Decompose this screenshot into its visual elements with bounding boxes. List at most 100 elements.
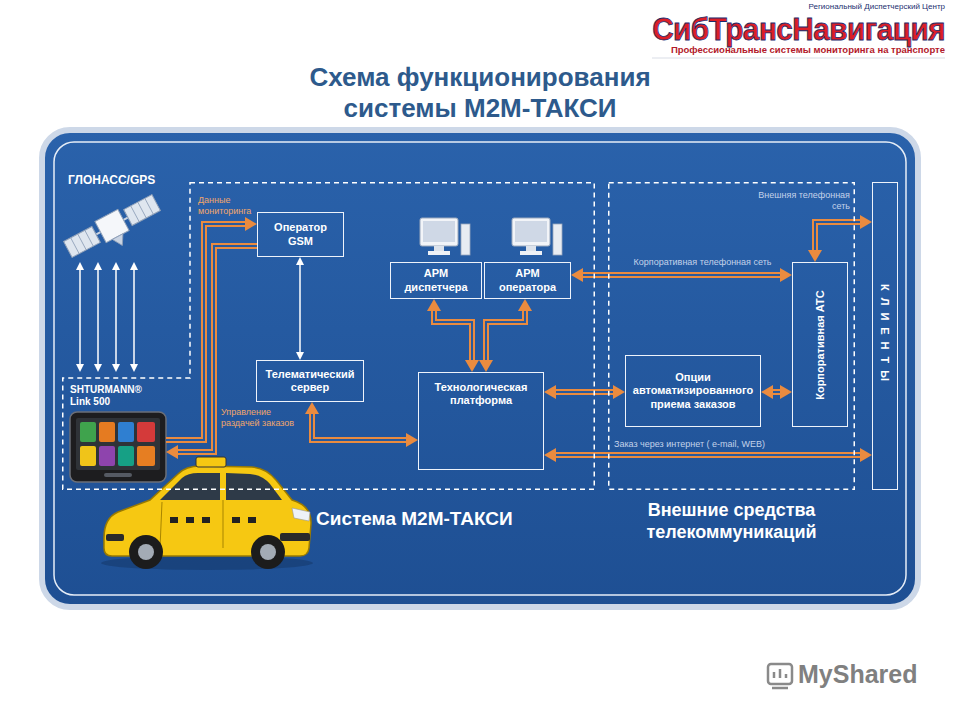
- navigator-device-part: [104, 473, 132, 477]
- watermark-icon-part: [772, 687, 788, 690]
- arrowhead: [305, 402, 319, 414]
- computer-icon-part: [520, 251, 542, 255]
- arrowhead: [427, 299, 441, 311]
- blue-panel: [42, 130, 918, 607]
- satellite-icon-part: [131, 206, 139, 222]
- taxi-car-part: [223, 500, 224, 548]
- watermark: MyShared: [798, 660, 917, 689]
- satellite-label: ГЛОНАСС/GPS: [68, 174, 155, 188]
- computer-icon-part: [420, 218, 458, 246]
- taxi-car-part: [248, 517, 256, 523]
- navigator-device: [70, 412, 166, 482]
- taxi-car-part: [170, 517, 178, 523]
- connector-line: [299, 263, 301, 354]
- watermark-icon-part: [773, 672, 776, 678]
- computer-icon-part: [423, 221, 455, 242]
- taxi-car-part: [138, 544, 154, 560]
- gps-signal-arrows-part: [79, 268, 81, 366]
- node-text: Корпоративная АТС: [814, 290, 826, 400]
- node-text: Телематический сервер: [261, 368, 359, 394]
- connector: [761, 385, 792, 399]
- connector-label: Внешняя телефонная сеть: [752, 190, 850, 212]
- arrowhead: [518, 299, 532, 311]
- taxi-car: [101, 457, 313, 570]
- connector-label: Заказ через интернет ( e-mail, WEB): [614, 439, 814, 450]
- navigator-device-part: [99, 446, 115, 466]
- arrowhead: [465, 360, 479, 372]
- taxi-car-part: [106, 534, 124, 541]
- logo-underline: [652, 58, 945, 59]
- arrowhead: [406, 433, 418, 447]
- navigator-device-part: [118, 446, 134, 466]
- arrowhead: [613, 385, 625, 399]
- arrowhead: [479, 360, 493, 372]
- connector-line: [580, 272, 783, 278]
- watermark-icon-part: [779, 669, 782, 678]
- arrowhead: [808, 250, 822, 262]
- node-text: АРМ оператора: [489, 267, 566, 293]
- node-text: Технологическая платформа: [423, 381, 539, 407]
- node-text: Опции автоматизированного приема заказов: [630, 371, 756, 411]
- watermark-icon-part: [785, 674, 788, 678]
- satellite-icon-part: [95, 209, 129, 242]
- blue-panel-part: [42, 130, 918, 607]
- arrowhead: [780, 385, 792, 399]
- process-box: Опции автоматизированного приема заказов: [625, 355, 761, 427]
- connector-line: [553, 452, 863, 458]
- connector: [427, 299, 479, 372]
- computer-icon: [420, 218, 470, 255]
- connector-line: [434, 308, 472, 363]
- gps-signal-arrows: [76, 262, 138, 372]
- watermark-icon: [768, 664, 792, 688]
- computer-icon-part: [461, 224, 470, 255]
- connector-label: Данные мониторинга: [198, 195, 260, 217]
- gps-signal-arrows-part: [115, 268, 117, 366]
- computer-icon-part: [434, 246, 444, 251]
- taxi-car-part: [202, 517, 210, 523]
- taxi-car-part: [129, 535, 163, 569]
- arrowhead: [296, 257, 304, 265]
- navigator-device-part: [80, 422, 96, 442]
- arrowhead: [761, 385, 773, 399]
- arrowhead: [296, 352, 304, 360]
- region-title: Внешние средства телекоммуникаций: [608, 500, 855, 543]
- diagram-title: Схема функционирования системы М2М-ТАКСИ: [290, 62, 670, 124]
- satellite-icon-part: [64, 227, 101, 258]
- navigator-device-part: [137, 446, 155, 466]
- taxi-car-part: [196, 457, 226, 467]
- watermark-icon-part: [768, 664, 792, 684]
- satellite-icon-part: [71, 238, 79, 254]
- region-title: Система М2М-ТАКСИ: [316, 508, 513, 531]
- connector-line: [486, 308, 525, 363]
- taxi-car-part: [280, 533, 310, 541]
- computer-icon-part: [553, 224, 562, 255]
- taxi-car-part: [251, 535, 285, 569]
- arrowhead: [544, 385, 556, 399]
- connector-label: Управление раздачей заказов: [221, 407, 301, 429]
- blue-panel-part: [54, 142, 906, 595]
- arrowhead: [860, 215, 872, 229]
- workstation-box: АРМ диспетчера: [390, 262, 482, 299]
- connector-line-core: [555, 391, 614, 393]
- logo-slogan: Профессиональные системы мониторинга на …: [671, 45, 945, 56]
- device-node: SHTURMANN® Link 500: [66, 382, 166, 486]
- logo-text: СибТрансНавигация: [652, 12, 945, 48]
- node-text: КЛИЕНТЫ: [879, 284, 891, 388]
- satellite-icon-part: [124, 195, 161, 226]
- gps-signal-arrows-part: [133, 268, 135, 366]
- gps-signal-arrows-part: [76, 364, 138, 372]
- node-text: АРМ диспетчера: [395, 267, 477, 293]
- navigator-device-part: [137, 422, 155, 442]
- computer-icon-part: [512, 218, 550, 246]
- arrowhead: [860, 448, 872, 462]
- taxi-car-part: [160, 502, 162, 548]
- taxi-car-part: [186, 517, 194, 523]
- taxi-car-part: [232, 517, 240, 523]
- connector-line-core: [772, 391, 781, 393]
- taxi-car-part: [260, 544, 276, 560]
- taxi-car-part: [160, 473, 220, 500]
- connector-line-core: [434, 310, 472, 361]
- computer-icon-part: [526, 246, 536, 251]
- satellite-icon-part: [112, 234, 127, 248]
- logo-underline-part: [652, 58, 945, 59]
